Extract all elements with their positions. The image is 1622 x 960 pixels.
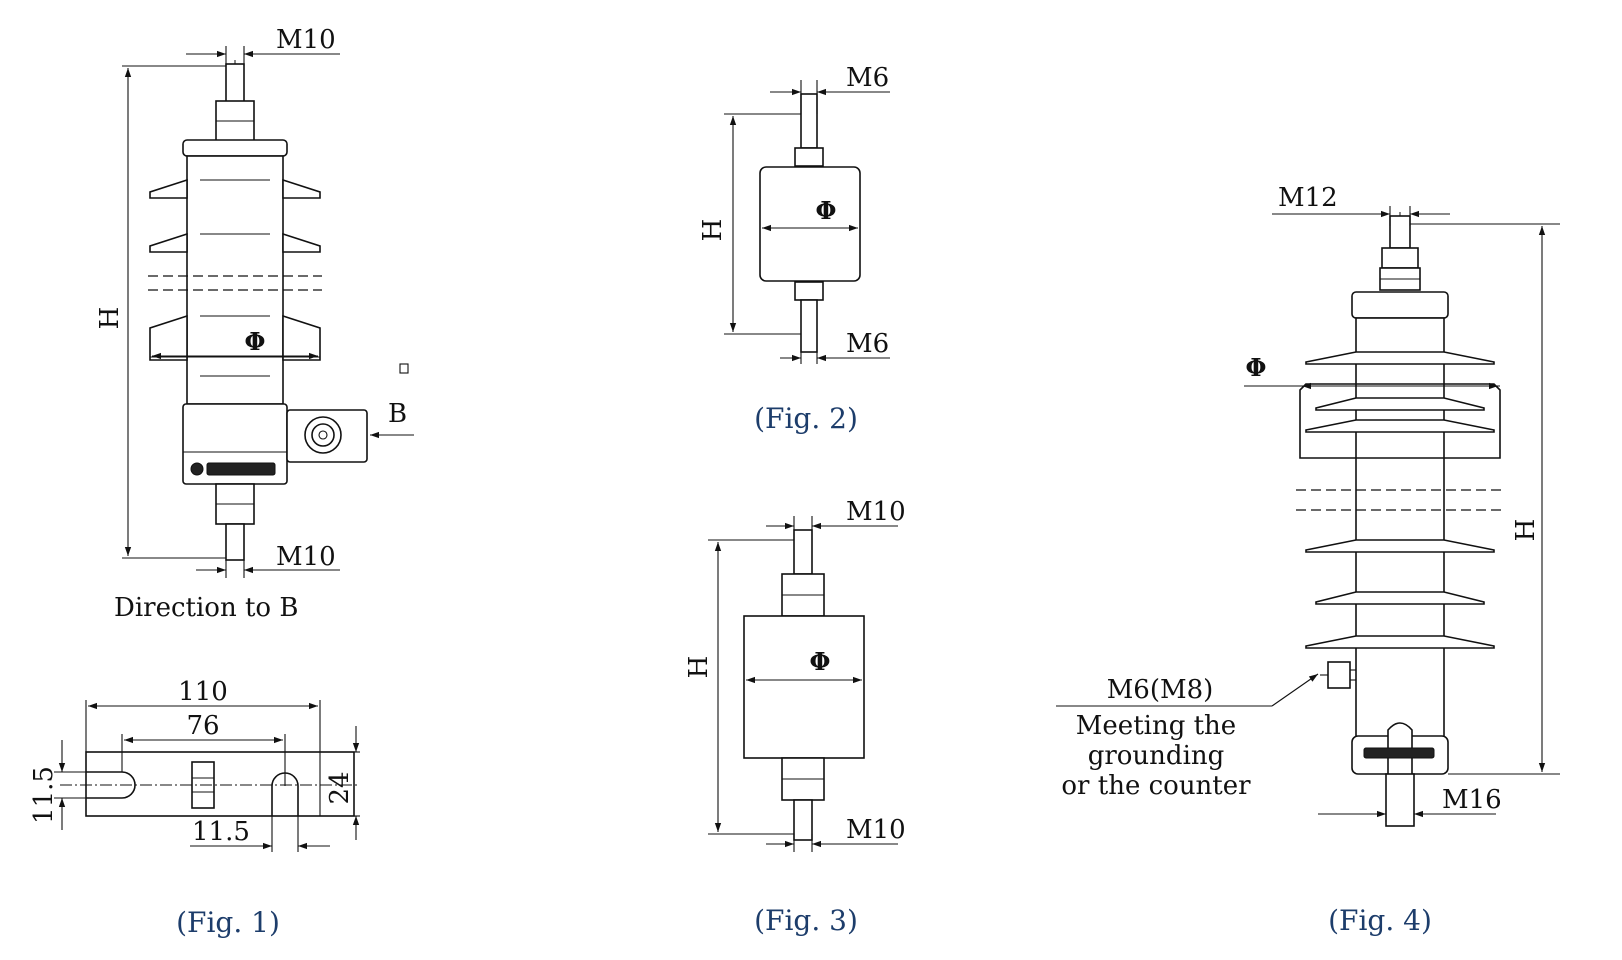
fig2-top-thread-label: M6	[846, 63, 889, 93]
fig1-logo-mark	[190, 462, 276, 476]
fig1-slot-width-label: 11.5	[192, 817, 250, 847]
fig1-slot-spacing-label: 76	[186, 711, 219, 741]
fig3-diameter-label: Φ	[810, 647, 831, 676]
fig1-bracket-length-label: 110	[178, 677, 228, 707]
fig1-small-square-icon	[399, 363, 409, 374]
fig1-bottom-thread-label: M10	[276, 542, 336, 572]
fig3-top-thread-label: M10	[846, 497, 906, 527]
fig3-caption: (Fig. 3)	[754, 904, 858, 937]
fig4-ground-note-line3: or the counter	[1061, 771, 1251, 801]
fig4-bottom-thread-label: M16	[1442, 785, 1502, 815]
fig4-logo-mark	[1363, 747, 1435, 759]
fig1-caption: (Fig. 1)	[176, 906, 280, 939]
fig4-ground-thread-label: M6(M8)	[1107, 675, 1214, 705]
fig1-slot-width-left-label: 11.5	[29, 766, 59, 824]
fig4-caption: (Fig. 4)	[1328, 904, 1432, 937]
fig1-direction-note: Direction to B	[114, 593, 298, 623]
fig1-bracket-view: 110 76 11.5 11.5 24	[29, 677, 360, 852]
fig1-bracket-height-label: 24	[325, 771, 355, 804]
fig2-height-label: H	[698, 219, 728, 242]
fig1-diameter-label: Φ	[245, 327, 266, 356]
fig4-ground-note-line2: grounding	[1088, 741, 1225, 771]
fig1-arrester: H Φ M10 M10 B Direction to B	[95, 25, 414, 623]
fig2-bottom-thread-label: M6	[846, 329, 889, 359]
fig2-arrester: H Φ M6 M6	[698, 63, 890, 364]
fig4-height-label: H	[1511, 519, 1541, 542]
fig4-arrester: H Φ M12 M16 M6(M8) Meeting the grounding…	[1056, 183, 1560, 827]
fig1-view-marker-label: B	[388, 399, 407, 429]
fig4-diameter-label: Φ	[1246, 353, 1267, 382]
fig1-height-label: H	[95, 307, 125, 330]
fig3-arrester: H Φ M10 M10	[684, 497, 906, 852]
fig3-bottom-thread-label: M10	[846, 815, 906, 845]
fig4-ground-note-line1: Meeting the	[1076, 711, 1236, 741]
fig3-height-label: H	[684, 656, 714, 679]
fig4-top-thread-label: M12	[1278, 183, 1338, 213]
fig2-diameter-label: Φ	[816, 196, 837, 225]
fig1-top-thread-label: M10	[276, 25, 336, 55]
fig2-caption: (Fig. 2)	[754, 402, 858, 435]
